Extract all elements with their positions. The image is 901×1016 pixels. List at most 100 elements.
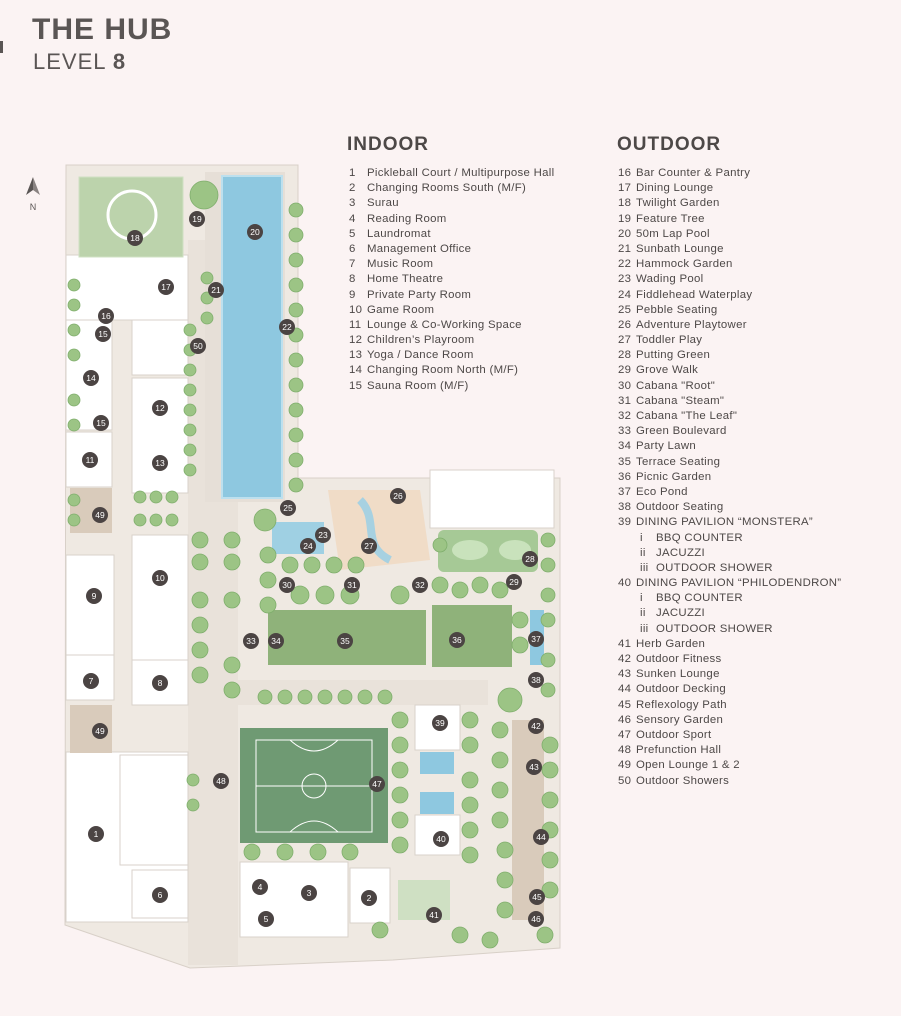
legend-item-label: Children’s Playroom xyxy=(367,334,475,347)
map-pin-label: 50 xyxy=(193,341,203,351)
legend-item-number: 20 xyxy=(618,227,632,240)
legend-item-number: 31 xyxy=(618,394,632,407)
legend-item-label: Home Theatre xyxy=(367,273,444,286)
page-subtitle: LEVEL 8 xyxy=(33,49,126,75)
map-pin-label: 19 xyxy=(192,214,202,224)
legend-item-number: 17 xyxy=(618,182,632,195)
legend-item-label: Sensory Garden xyxy=(636,713,724,726)
map-pin-label: 49 xyxy=(95,726,105,736)
map-pin-label: 29 xyxy=(509,577,519,587)
map-pin-label: 48 xyxy=(216,776,226,786)
legend-item-number: 8 xyxy=(349,273,356,286)
map-pin-label: 30 xyxy=(282,580,292,590)
legend-item-label: Eco Pond xyxy=(636,485,688,498)
legend-subitem-numeral: i xyxy=(640,531,643,544)
map-pin-marker xyxy=(93,415,109,431)
legend-item-number: 29 xyxy=(618,364,632,377)
map-pin-label: 33 xyxy=(246,636,256,646)
jacuzzi-1 xyxy=(420,752,454,774)
legend-item-number: 41 xyxy=(618,637,632,650)
legend-item-label: Outdoor Fitness xyxy=(636,653,722,665)
map-pin-label: 15 xyxy=(98,329,108,339)
legend-item-label: Picnic Garden xyxy=(636,470,712,483)
map-pin-marker xyxy=(158,279,174,295)
map-pin-marker xyxy=(189,211,205,227)
legend-item-number: 5 xyxy=(349,227,356,240)
map-pin-label: 34 xyxy=(271,636,281,646)
legend-item-label: Grove Walk xyxy=(636,364,699,377)
legend-item-number: 24 xyxy=(618,288,632,301)
map-pin-marker xyxy=(315,527,331,543)
legend-item-number: 37 xyxy=(618,485,632,498)
map-pin-marker xyxy=(426,907,442,923)
legend-item-label: Lounge & Co-Working Space xyxy=(367,318,522,331)
legend-item-label: Changing Rooms South (M/F) xyxy=(367,182,527,195)
legend-item-number: 42 xyxy=(618,653,632,665)
legend-item-label: Green Boulevard xyxy=(636,425,727,438)
level-number: 8 xyxy=(112,49,127,74)
map-pin-label: 26 xyxy=(393,491,403,501)
legend-item-label: Party Lawn xyxy=(636,440,696,453)
map-pin-label: 20 xyxy=(250,227,260,237)
map-pin-label: 17 xyxy=(161,282,171,292)
legend-item-label: Outdoor Seating xyxy=(636,501,724,514)
map-pin-label: 10 xyxy=(155,573,165,583)
map-pin-marker xyxy=(127,230,143,246)
map-pin-marker xyxy=(412,577,428,593)
legend-item-number: 1 xyxy=(349,167,356,179)
legend-item-label: Sunbath Lounge xyxy=(636,242,724,255)
map-pin-label: 12 xyxy=(155,403,165,413)
map-pin-marker xyxy=(528,631,544,647)
legend-item-label: DINING PAVILION “PHILODENDRON” xyxy=(636,577,842,590)
jacuzzi-2 xyxy=(420,792,454,814)
map-pin-marker xyxy=(95,326,111,342)
map-pin-label: 24 xyxy=(303,541,313,551)
map-pin-marker xyxy=(152,675,168,691)
legend-item-number: 40 xyxy=(618,577,632,590)
legend-item-number: 43 xyxy=(618,668,632,681)
map-pin-marker xyxy=(243,633,259,649)
legend-item-number: 14 xyxy=(349,364,363,377)
legend-item-label: Outdoor Sport xyxy=(636,728,712,741)
legend-item: 40 DINING PAVILION “PHILODENDRON” xyxy=(618,576,841,591)
legend-item-number: 13 xyxy=(349,349,363,362)
legend-item-label: Hammock Garden xyxy=(636,258,733,271)
legend-item-number: 46 xyxy=(618,713,632,726)
legend-item-label: Reflexology Path xyxy=(636,698,727,711)
legend-item: 37 Eco Pond xyxy=(618,485,841,500)
map-pin-label: 32 xyxy=(415,580,425,590)
map-pin-label: 14 xyxy=(86,373,96,383)
map-pin-marker xyxy=(300,538,316,554)
map-pin-marker xyxy=(98,308,114,324)
outdoor-heading: OUTDOOR xyxy=(617,134,722,155)
map-pin-label: 3 xyxy=(307,888,312,898)
legend-item-number: 19 xyxy=(618,212,632,225)
map-pin-marker xyxy=(528,718,544,734)
legend-item-number: 10 xyxy=(349,303,363,316)
legend-subitem-numeral: iii xyxy=(640,622,649,635)
legend-item-label: BBQ COUNTER xyxy=(656,531,743,544)
legend-item-number: 48 xyxy=(618,744,632,757)
map-pin-marker xyxy=(83,370,99,386)
map-pin-marker xyxy=(390,488,406,504)
map-pin-marker xyxy=(152,400,168,416)
page-title: THE HUB xyxy=(32,13,173,46)
